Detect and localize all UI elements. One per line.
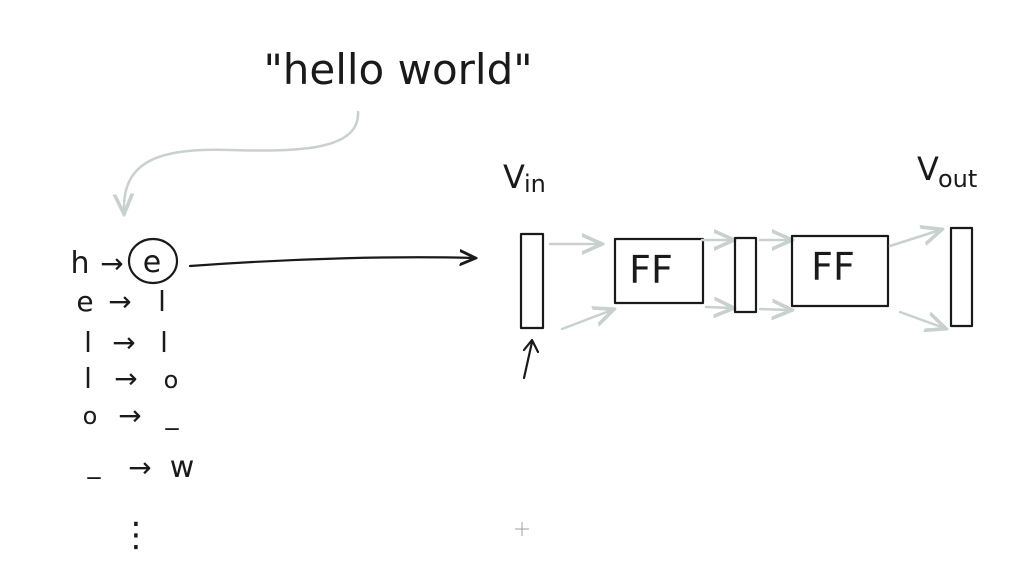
ff-block-1-label: FF (629, 248, 673, 292)
mapping-arrow: → (118, 399, 141, 432)
vout-label: V out (917, 150, 977, 193)
mapping-to: o (164, 366, 179, 394)
mapping-arrow: → (112, 326, 135, 359)
vin-label-main: V (503, 158, 525, 196)
mapping-from: l (84, 326, 92, 359)
ff1-to-hidden-arrow-bottom (704, 307, 732, 308)
ff-block-2 (790, 234, 890, 308)
hidden-to-ff2-arrow-bottom (758, 309, 790, 310)
mapping-row: e → l (76, 285, 166, 318)
vin-label: V in (503, 158, 546, 198)
input-pointer-arrow (522, 338, 540, 380)
ff2-to-vout-arrow-top (888, 230, 940, 248)
ff-block-2-label: FF (811, 245, 855, 289)
mapping-row: l → l (84, 326, 168, 359)
mapping-to: w (170, 450, 195, 485)
ff2-to-vout-arrow-bottom (898, 310, 944, 328)
vin-label-sub: in (524, 170, 546, 198)
hidden-vector (733, 236, 758, 314)
mapping-row: h → e (70, 237, 179, 285)
mapping-arrow: → (100, 247, 123, 280)
mapping-to: e (143, 245, 161, 280)
circled-token-ring (127, 237, 179, 285)
title-to-token-arrow (124, 110, 360, 212)
mapping-from: h (70, 246, 89, 281)
vout-vector (949, 226, 974, 328)
mapping-to: l (158, 285, 166, 318)
mapping-from: e (76, 285, 93, 318)
mapping-from: l (84, 362, 92, 395)
mapping-arrow: → (114, 362, 137, 395)
vout-label-main: V (917, 150, 939, 188)
vin-to-ff1-arrow-bottom (560, 310, 612, 331)
cursor-crosshair-icon (515, 522, 529, 536)
mapping-row: _ → w (87, 450, 195, 485)
mapping-from: _ (87, 450, 102, 480)
ellipsis: ⋮ (119, 515, 153, 555)
token-to-vin-arrow (188, 257, 474, 268)
mapping-to: l (160, 326, 168, 359)
mapping-from: o (83, 402, 98, 430)
mapping-arrow: → (108, 285, 131, 318)
token-mapping-list: h → e e → l l → l l → o o → _ _ → w (70, 237, 195, 555)
ff-block-1 (613, 237, 705, 305)
vin-vector (519, 232, 545, 330)
title-text: "hello world" (263, 45, 532, 94)
vout-label-sub: out (938, 165, 977, 193)
mapping-row: l → o (84, 362, 178, 395)
mapping-arrow: → (128, 451, 151, 484)
mapping-to: _ (165, 401, 180, 431)
mapping-row: o → _ (83, 399, 180, 432)
